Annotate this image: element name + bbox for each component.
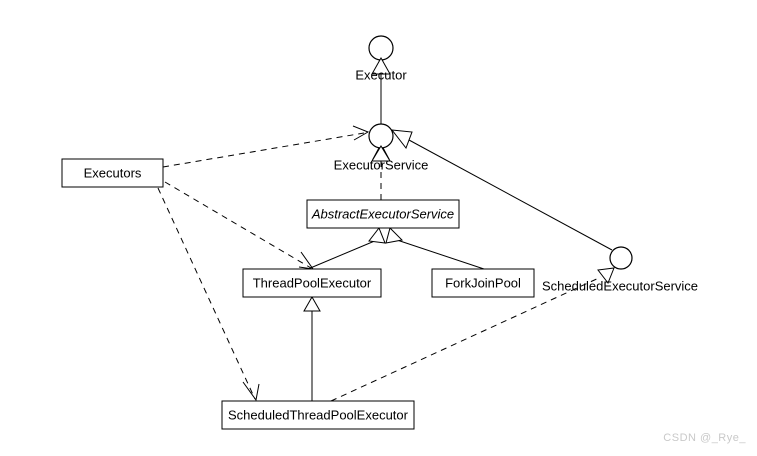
edge-line xyxy=(162,132,365,168)
dependency-arrowhead-icon xyxy=(242,381,260,402)
interface-label-executor: Executor xyxy=(355,67,407,82)
edge-line xyxy=(307,239,378,270)
class-label-fork-join-pool: ForkJoinPool xyxy=(445,275,521,290)
edge-line xyxy=(164,181,312,269)
dependency-arrowhead-icon xyxy=(352,125,370,141)
edge-executors-depends-executorservice xyxy=(162,125,370,168)
class-box xyxy=(61,158,164,188)
node-class-executors[interactable]: Executors xyxy=(61,158,164,188)
node-class-fork-join-pool[interactable]: ForkJoinPool xyxy=(431,268,535,298)
edge-scheduledthreadpoolexecutor-extends-threadpoolexecutor xyxy=(303,295,321,401)
node-class-scheduled-thread-pool-executor[interactable]: ScheduledThreadPoolExecutor xyxy=(221,400,415,430)
interface-triangle-icon xyxy=(371,145,391,162)
class-label-executors: Executors xyxy=(84,165,142,180)
edge-executors-depends-scheduledthreadpoolexecutor xyxy=(157,187,260,402)
node-interface-executor-service[interactable]: ExecutorService xyxy=(334,123,429,172)
interface-circle-icon xyxy=(368,123,394,149)
watermark-text: CSDN @_Rye_ xyxy=(663,432,746,444)
class-box xyxy=(242,268,382,298)
edge-line xyxy=(393,238,485,270)
interface-label-executor-service: ExecutorService xyxy=(334,157,429,172)
interface-circle-icon xyxy=(368,35,394,61)
edge-threadpoolexecutor-extends-abstractexecutorservice xyxy=(307,226,386,270)
generalization-arrowhead-icon xyxy=(303,295,321,312)
edge-scheduledthreadpoolexecutor-implements-scheduledexecutorservice xyxy=(330,267,615,402)
realization-arrowhead-icon xyxy=(597,267,615,285)
edge-scheduledexecutorservice-extends-executorservice xyxy=(390,129,613,251)
node-interface-executor[interactable]: Executor xyxy=(355,35,407,82)
generalization-arrowhead-icon xyxy=(390,129,413,150)
interface-circle-icon xyxy=(609,246,633,270)
class-label-scheduled-thread-pool-executor: ScheduledThreadPoolExecutor xyxy=(228,407,409,422)
generalization-arrowhead-icon xyxy=(368,226,386,244)
interface-triangle-icon xyxy=(371,56,391,75)
class-box xyxy=(221,400,415,430)
edge-line xyxy=(157,187,256,400)
class-label-thread-pool-executor: ThreadPoolExecutor xyxy=(253,275,372,290)
class-box xyxy=(306,199,460,229)
class-box xyxy=(431,268,535,298)
class-label-abstract-executor-service: AbstractExecutorService xyxy=(311,206,454,221)
node-class-abstract-executor-service[interactable]: AbstractExecutorService xyxy=(306,199,460,229)
dependency-arrowhead-icon xyxy=(298,251,315,270)
node-interface-scheduled-executor-service[interactable]: ScheduledExecutorService xyxy=(542,246,698,293)
edge-executors-depends-threadpoolexecutor xyxy=(164,181,315,270)
edge-forkjoinpool-extends-abstractexecutorservice xyxy=(385,227,485,270)
edge-line xyxy=(408,139,613,251)
node-class-thread-pool-executor[interactable]: ThreadPoolExecutor xyxy=(242,268,382,298)
interface-label-scheduled-executor-service: ScheduledExecutorService xyxy=(542,278,698,293)
generalization-arrowhead-icon xyxy=(385,227,404,244)
edge-line xyxy=(330,276,602,402)
